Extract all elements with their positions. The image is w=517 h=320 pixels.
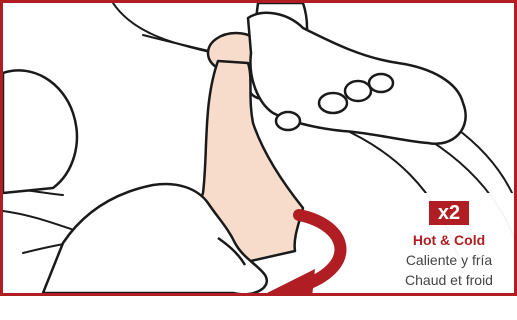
instruction-frame: x2 Hot & Cold Caliente y fría Chaud et f…: [0, 0, 517, 296]
instruction-panel: x2 Hot & Cold Caliente y fría Chaud et f…: [384, 193, 514, 293]
repeat-badge: x2: [429, 201, 469, 225]
left-arm: [3, 70, 77, 193]
instruction-english: Hot & Cold: [384, 232, 514, 248]
instruction-french: Chaud et froid: [384, 272, 514, 288]
instruction-spanish: Caliente y fría: [384, 252, 514, 268]
right-gloved-hand: [248, 13, 466, 144]
